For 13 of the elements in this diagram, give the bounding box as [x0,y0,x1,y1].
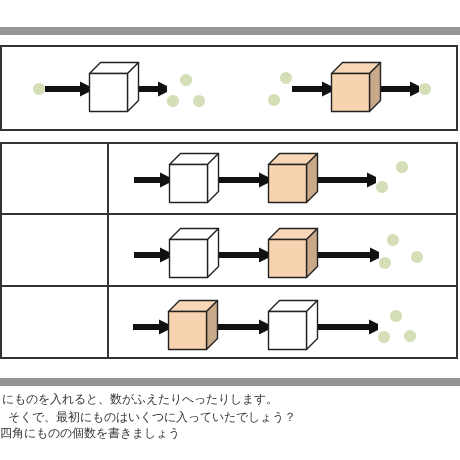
cube [169,228,219,278]
cube [268,300,318,350]
cube [168,300,218,350]
instruction-text: そくで、最初にものはいくつに入っていたでしょう？ [8,410,296,425]
dot [419,83,431,95]
cube [268,228,318,278]
cube [268,153,318,203]
dot [33,83,45,95]
instruction-text: にものを入れると、数がふえたりへったりします。 [2,392,278,407]
cube [331,62,381,112]
cube [89,62,139,112]
cube [169,153,219,203]
instruction-text: 四角にものの個数を書きましょう [0,426,180,441]
